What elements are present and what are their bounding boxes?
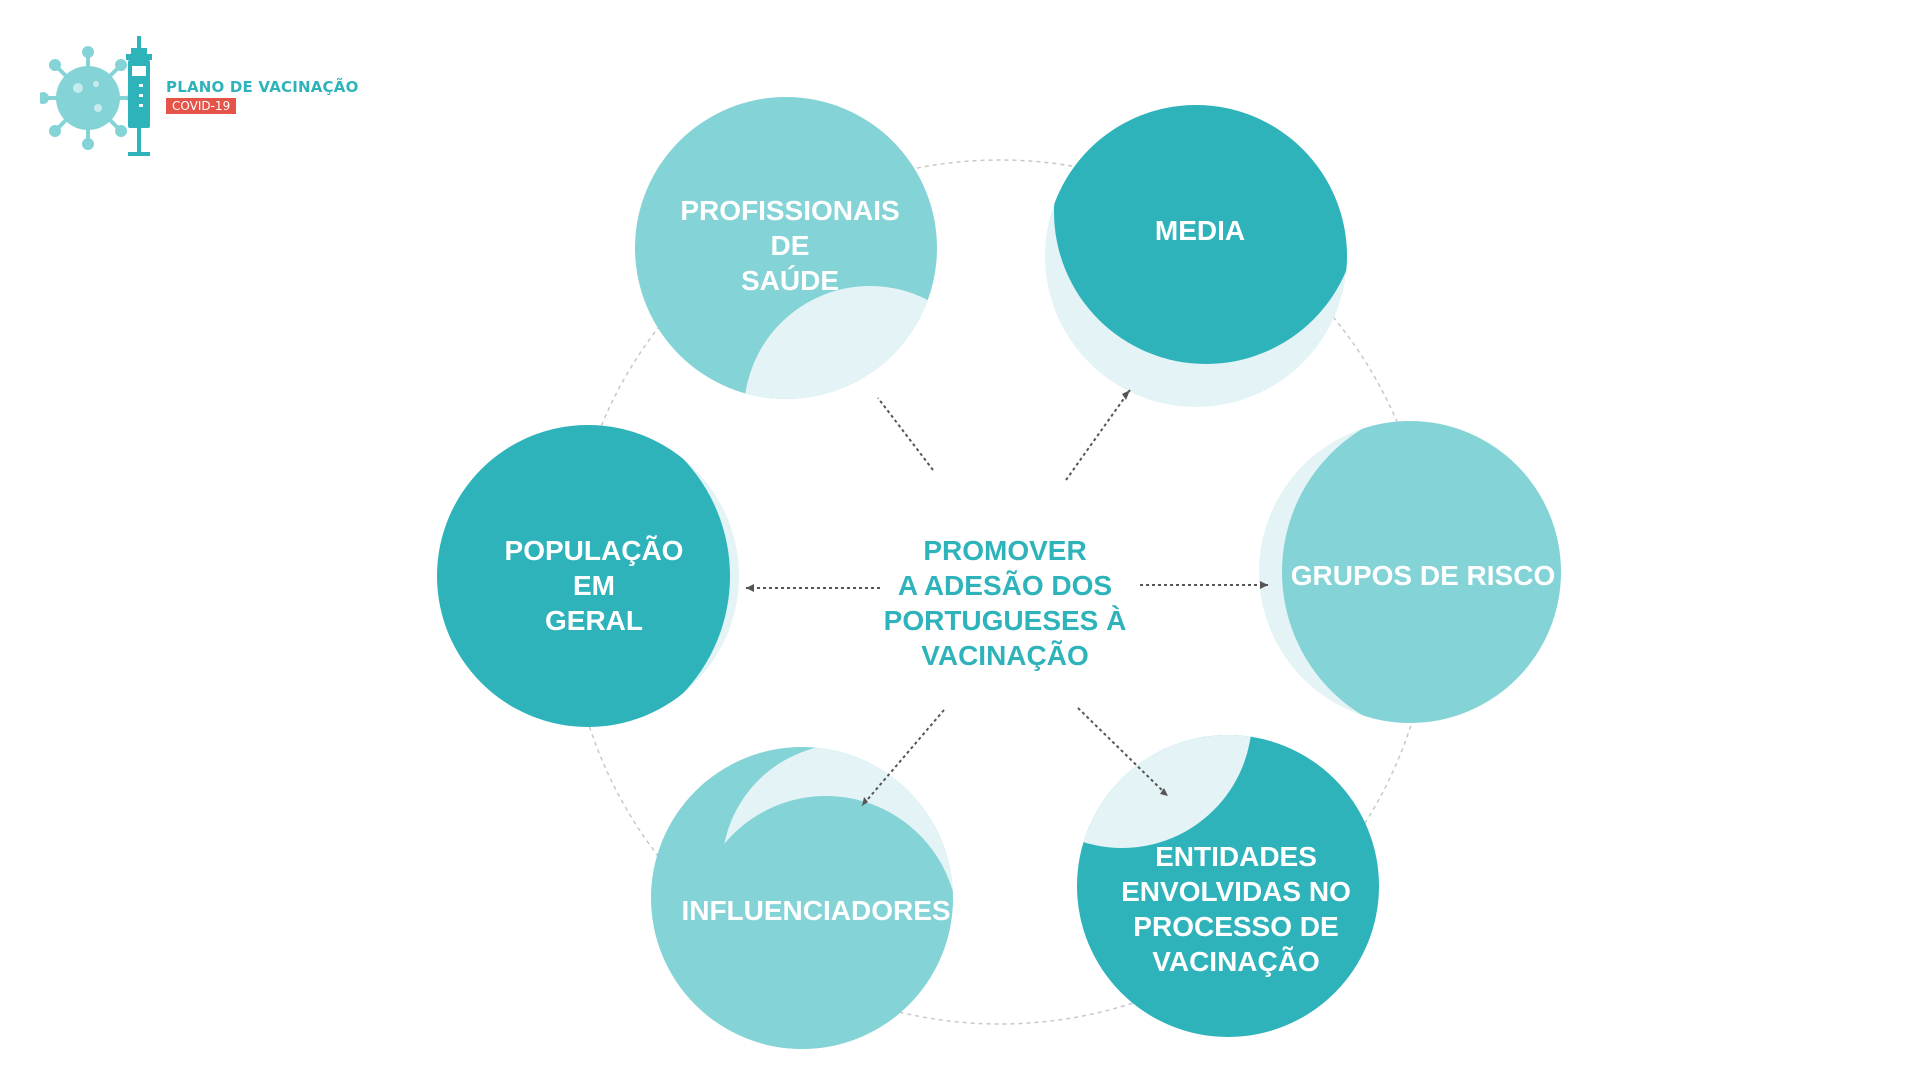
- node-populacao: [437, 425, 739, 727]
- connector-entidades: [1077, 707, 1169, 797]
- node-label-grupos: GRUPOS DE RISCO: [1290, 559, 1556, 591]
- node-label-profissionais: PROFISSIONAIS DE SAÚDE: [680, 194, 900, 296]
- connector-media: [1065, 389, 1131, 481]
- center-label: PROMOVER A ADESÃO DOS PORTUGUESES À VACI…: [883, 535, 1127, 671]
- node-entidades: [1077, 735, 1379, 1037]
- node-label-influenciadores: INFLUENCIADORES: [681, 894, 951, 926]
- logo-badge: COVID-19: [166, 98, 237, 114]
- node-influenciadores: [651, 747, 953, 1049]
- node-grupos: [1259, 421, 1561, 723]
- virus-syringe-icon: [40, 36, 152, 156]
- arrowhead-entidades: [1160, 788, 1168, 796]
- node-media: [1045, 105, 1347, 407]
- logo-title: PLANO DE VACINAÇÃO: [166, 78, 359, 96]
- node-label-entidades: ENTIDADES ENVOLVIDAS NO PROCESSO DE VACI…: [1121, 841, 1351, 977]
- arrowhead-media: [1122, 390, 1130, 400]
- arrowhead-grupos: [1260, 581, 1268, 589]
- connector-profissionais: [877, 397, 934, 471]
- arrowhead-populacao: [746, 584, 754, 592]
- node-label-populacao: POPULAÇÃO EM GERAL: [504, 534, 684, 636]
- node-label-media: MEDIA: [1154, 214, 1246, 246]
- arrowhead-influenciadores: [862, 797, 868, 806]
